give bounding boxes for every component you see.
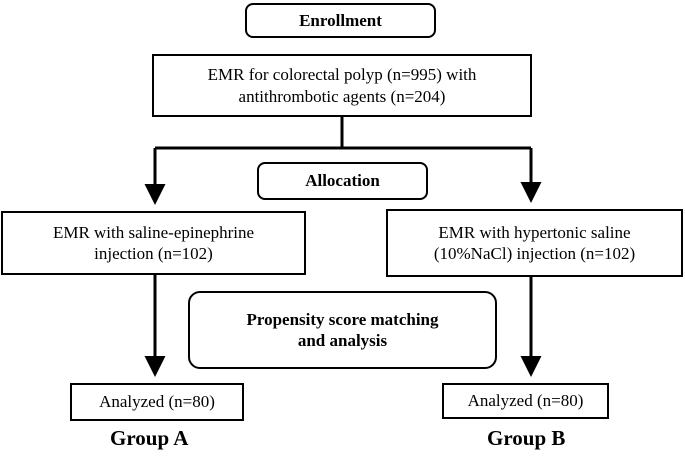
group-b-label: Group B	[487, 426, 566, 450]
group-a-label: Group A	[110, 426, 189, 450]
analyzed-group-a-label: Analyzed (n=80)	[99, 392, 215, 412]
hypertonic-saline-line-2: (10%NaCl) injection (n=102)	[433, 244, 636, 263]
saline-epinephrine-box: EMR with saline-epinephrine injection (n…	[1, 211, 306, 275]
saline-epinephrine-line-2: injection (n=102)	[94, 244, 213, 263]
analyzed-group-b-label: Analyzed (n=80)	[467, 391, 584, 411]
emr-polyp-line-1: EMR for colorectal polyp (n=995) with	[207, 65, 477, 85]
propensity-line-2: and analysis	[297, 331, 388, 350]
analyzed-group-a-box: Analyzed (n=80)	[70, 383, 244, 421]
hypertonic-saline-line-1: EMR with hypertonic saline	[438, 222, 631, 242]
allocation-box: Allocation	[257, 162, 428, 200]
propensity-score-box: Propensity score matching and analysis	[188, 291, 497, 369]
enrollment-label: Enrollment	[299, 10, 382, 30]
hypertonic-saline-box: EMR with hypertonic saline (10%NaCl) inj…	[386, 209, 683, 277]
emr-polyp-line-2: antithrombotic agents (n=204)	[238, 86, 446, 106]
propensity-line-1: Propensity score matching	[246, 309, 439, 329]
emr-polyp-box: EMR for colorectal polyp (n=995) with an…	[152, 54, 532, 117]
saline-epinephrine-line-1: EMR with saline-epinephrine	[52, 222, 255, 242]
enrollment-box: Enrollment	[245, 3, 436, 38]
allocation-label: Allocation	[305, 171, 380, 191]
analyzed-group-b-box: Analyzed (n=80)	[442, 383, 609, 419]
